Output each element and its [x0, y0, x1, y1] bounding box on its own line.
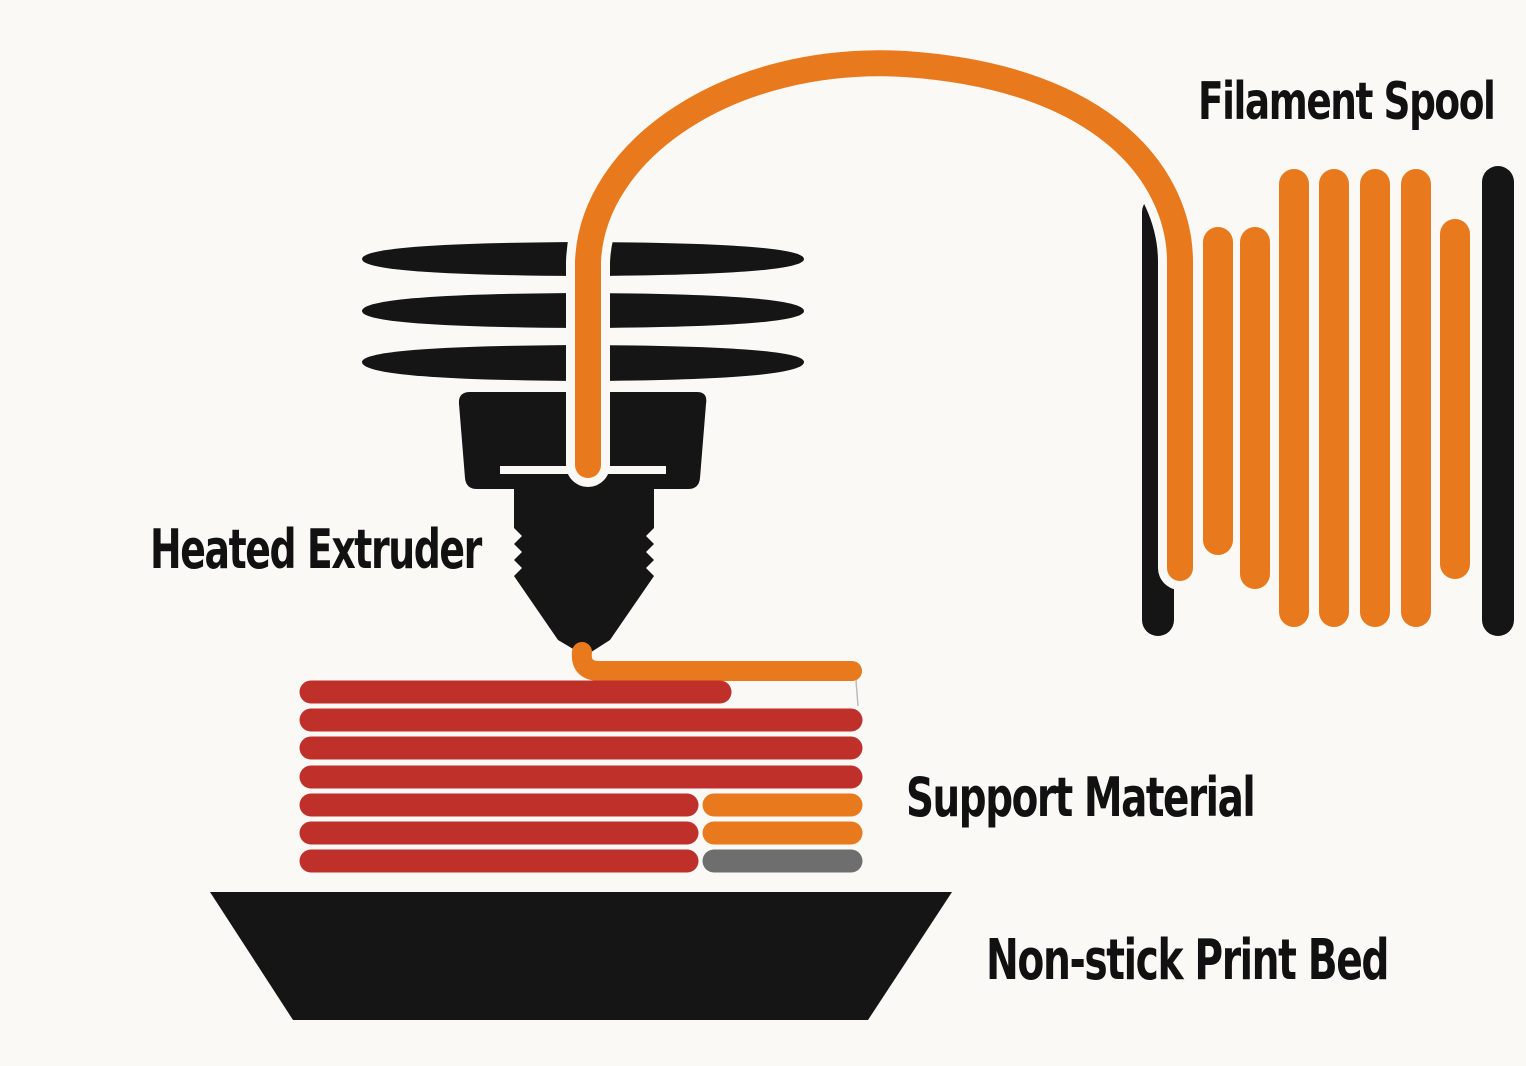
filament-feed [575, 50, 1193, 581]
heated-extruder-label: Heated Extruder [150, 518, 482, 581]
filament-spool [1142, 166, 1514, 636]
nozzle-body [514, 474, 654, 656]
extruded-strand [571, 642, 862, 681]
filament-spool-label: Filament Spool [1198, 72, 1496, 132]
printed-object [299, 680, 863, 873]
nozzle [514, 474, 654, 656]
strand-guide [855, 679, 859, 707]
print-bed-label: Non-stick Print Bed [986, 928, 1389, 993]
support-material-label: Support Material [906, 766, 1256, 829]
print-bed [210, 892, 952, 1020]
